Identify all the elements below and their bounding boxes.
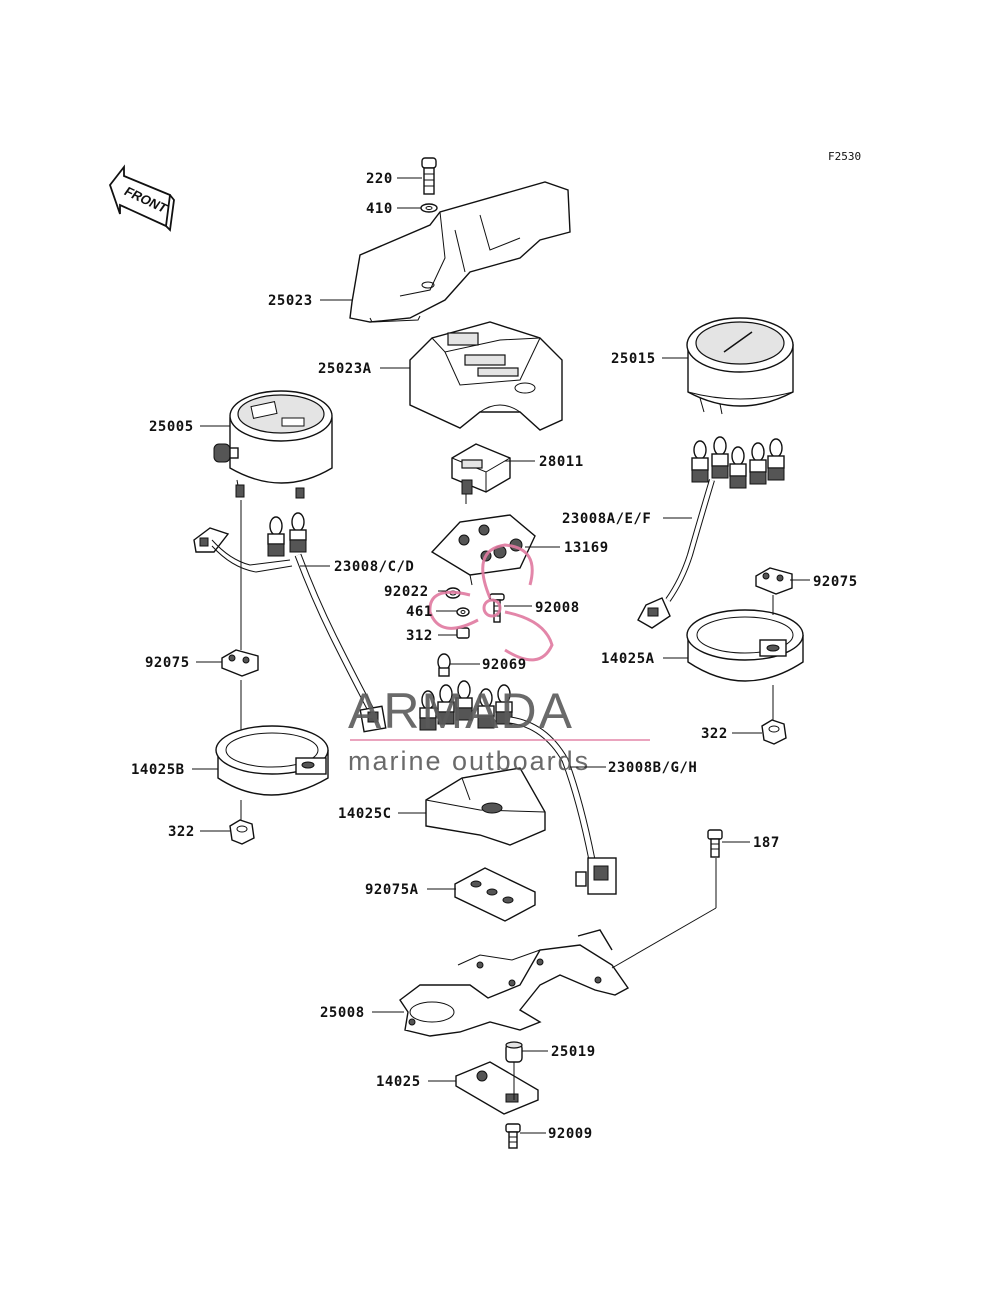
label-220: 220 bbox=[366, 171, 393, 187]
bolt-187 bbox=[707, 829, 723, 858]
label-92075-right: 92075 bbox=[813, 574, 858, 590]
label-92008: 92008 bbox=[535, 600, 580, 616]
washer-461 bbox=[456, 607, 470, 617]
label-322-right: 322 bbox=[701, 726, 728, 742]
label-14025: 14025 bbox=[376, 1074, 421, 1090]
label-25008: 25008 bbox=[320, 1005, 365, 1021]
meter-25015 bbox=[686, 317, 794, 415]
meter-25005 bbox=[213, 390, 333, 499]
screw-92008 bbox=[489, 593, 505, 623]
bulb-sockets-23008BGH bbox=[419, 680, 617, 895]
part-28011 bbox=[451, 443, 511, 504]
indicator-panel-25023A bbox=[409, 321, 563, 431]
plate-14025 bbox=[455, 1061, 539, 1115]
nut-322-left bbox=[229, 819, 255, 845]
label-25005: 25005 bbox=[149, 419, 194, 435]
label-14025B: 14025B bbox=[131, 762, 185, 778]
bulb-sockets-23008CD bbox=[193, 512, 387, 733]
bulb-sockets-23008AEF bbox=[637, 436, 785, 629]
label-25019: 25019 bbox=[551, 1044, 596, 1060]
meter-cover-25023 bbox=[349, 181, 571, 323]
bulb-92069 bbox=[437, 653, 451, 677]
label-25015: 25015 bbox=[611, 351, 656, 367]
label-92009: 92009 bbox=[548, 1126, 593, 1142]
label-322-left: 322 bbox=[168, 824, 195, 840]
label-23008CD: 23008/C/D bbox=[334, 559, 414, 575]
nut-312 bbox=[456, 627, 470, 639]
front-arrow-icon: FRONT bbox=[108, 164, 175, 232]
bracket-14025B bbox=[215, 725, 329, 796]
label-25023A: 25023A bbox=[318, 361, 372, 377]
clamp-92075-right bbox=[755, 567, 793, 595]
label-312: 312 bbox=[406, 628, 433, 644]
label-14025C: 14025C bbox=[338, 806, 392, 822]
label-28011: 28011 bbox=[539, 454, 584, 470]
armada-watermark: ARMADA marine outboards bbox=[348, 543, 650, 776]
pad-92075A bbox=[454, 867, 536, 922]
label-92069: 92069 bbox=[482, 657, 527, 673]
nut-322-right bbox=[761, 719, 787, 745]
watermark-tagline: marine outboards bbox=[348, 746, 590, 776]
label-461: 461 bbox=[406, 604, 433, 620]
assembly-lines bbox=[240, 500, 774, 1100]
label-410: 410 bbox=[366, 201, 393, 217]
bracket-14025C bbox=[425, 767, 546, 846]
label-13169: 13169 bbox=[564, 540, 609, 556]
bolt-220 bbox=[421, 157, 437, 195]
part-labels: 220 410 25023 25023A 25015 25005 28011 2… bbox=[131, 171, 858, 1142]
label-25023: 25023 bbox=[268, 293, 313, 309]
label-23008AEF: 23008A/E/F bbox=[562, 511, 651, 527]
washer-410 bbox=[420, 203, 438, 213]
watermark-brand: ARMADA bbox=[348, 683, 574, 739]
figure-code: F2530 bbox=[828, 150, 861, 163]
label-92022: 92022 bbox=[384, 584, 429, 600]
leader-lines bbox=[192, 177, 810, 1134]
screw-92009 bbox=[505, 1123, 521, 1149]
label-92075-left: 92075 bbox=[145, 655, 190, 671]
label-187: 187 bbox=[753, 835, 780, 851]
label-23008BGH: 23008B/G/H bbox=[608, 760, 697, 776]
label-92075A: 92075A bbox=[365, 882, 419, 898]
armada-propeller-logo-icon bbox=[428, 543, 554, 662]
bracket-14025A bbox=[686, 609, 804, 682]
bracket-25008 bbox=[399, 929, 630, 1037]
grommet-25019 bbox=[505, 1041, 523, 1063]
clamp-92075-left bbox=[221, 649, 259, 677]
label-14025A: 14025A bbox=[601, 651, 655, 667]
